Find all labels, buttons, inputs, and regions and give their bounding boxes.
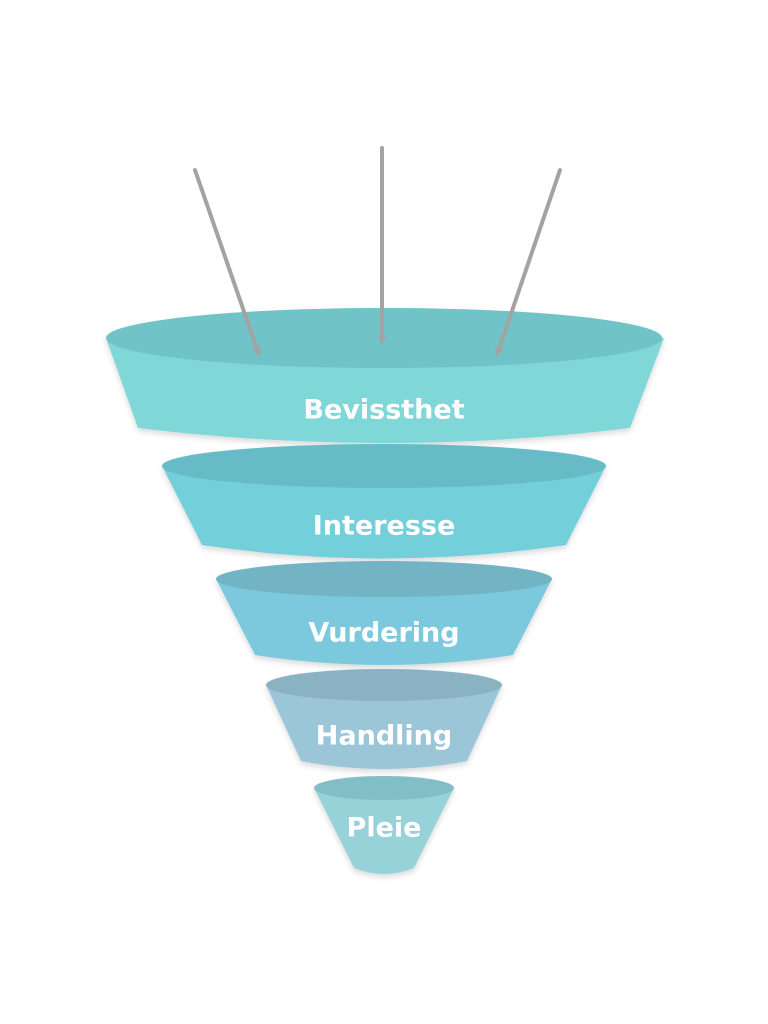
funnel-stage-rim: [216, 561, 552, 597]
funnel-stage-vurdering: Vurdering: [216, 561, 552, 665]
funnel-stage-bevissthet: Bevissthet: [106, 308, 664, 443]
funnel-stage-body: [162, 466, 606, 559]
funnel-stage-body: [216, 579, 552, 665]
funnel-stage-rim: [162, 444, 606, 488]
funnel-stage-pleie: Pleie: [314, 776, 454, 874]
funnel-stage-rim: [314, 776, 454, 800]
funnel-stage-label: Vurdering: [308, 618, 459, 649]
funnel-stage-label: Interesse: [313, 511, 456, 542]
funnel-stage-label: Handling: [316, 721, 452, 752]
arrow-right: [494, 168, 562, 357]
funnel-stage-rim: [266, 669, 502, 701]
funnel-stage-handling: Handling: [266, 669, 502, 769]
funnel-stage-label: Bevissthet: [303, 395, 464, 426]
funnel-stage-body: [106, 338, 664, 443]
funnel-stage-interesse: Interesse: [162, 444, 606, 559]
incoming-arrows: [193, 146, 562, 357]
funnel-stage-label: Pleie: [347, 813, 422, 844]
funnel-stage-body: [314, 788, 454, 874]
funnel-stage-body: [266, 685, 502, 769]
arrow-left: [193, 168, 262, 357]
